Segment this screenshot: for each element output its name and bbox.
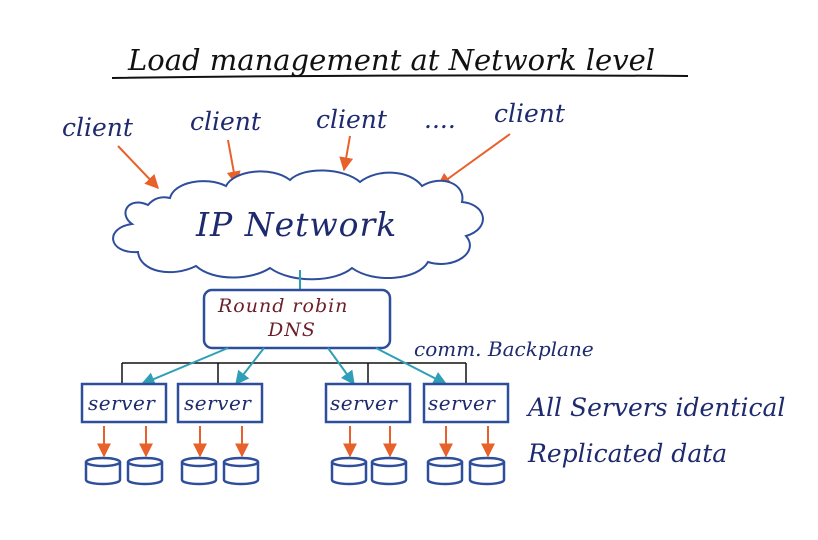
database-icon [84, 462, 122, 486]
database-icon [426, 462, 464, 486]
storage-disks [84, 456, 506, 486]
database-icon-top [126, 456, 164, 468]
client-arrow-3 [339, 135, 354, 172]
round-robin-dns-box [202, 288, 392, 350]
note-servers-identical: All Servers identical [526, 393, 785, 422]
server-label: server [88, 391, 156, 415]
ip-network-cloud [112, 169, 484, 281]
server-node-2: server [176, 382, 264, 424]
database-icon-top [330, 456, 368, 468]
database-icon-top [370, 456, 408, 468]
server-label: server [428, 391, 496, 415]
server-label: server [330, 391, 398, 415]
server-box [80, 382, 168, 424]
database-icon [370, 462, 408, 486]
database-icon [222, 462, 260, 486]
client-label-1: client [62, 113, 134, 142]
server-box [176, 382, 264, 424]
diagram-title: Load management at Network level [127, 43, 655, 77]
note-replicated-data: Replicated data [527, 439, 727, 468]
client-arrow-4 [436, 133, 511, 187]
client-arrow-1 [117, 145, 159, 190]
server-box [422, 382, 510, 424]
client-label-3: client [316, 105, 388, 134]
database-icon [468, 462, 506, 486]
ip-network-label: IP Network [195, 205, 397, 244]
server-node-3: server [324, 382, 412, 424]
server-box [324, 382, 412, 424]
database-icon [126, 462, 164, 486]
database-icon [180, 462, 218, 486]
client-label-2: client [190, 107, 262, 136]
database-icon-top [180, 456, 218, 468]
database-icon-top [468, 456, 506, 468]
storage-arrows [97, 426, 495, 458]
dns-arrow-server-3 [327, 347, 355, 386]
client-label-4: client [494, 99, 566, 128]
database-icon-top [222, 456, 260, 468]
database-icon [330, 462, 368, 486]
dns-arrow-server-2 [235, 347, 265, 386]
database-icon-top [426, 456, 464, 468]
dns-arrow-server-4 [375, 347, 448, 385]
server-node-1: server [80, 382, 168, 424]
database-icon-top [84, 456, 122, 468]
dns-label-line1: Round robin [217, 295, 348, 317]
dns-label-line2: DNS [267, 319, 316, 341]
dns-arrow-server-1 [140, 347, 229, 386]
server-node-4: server [422, 382, 510, 424]
server-label: server [184, 391, 252, 415]
client-ellipsis: .... [424, 105, 456, 134]
title-underline [111, 74, 689, 79]
backplane-label: comm. Backplane [414, 337, 594, 361]
